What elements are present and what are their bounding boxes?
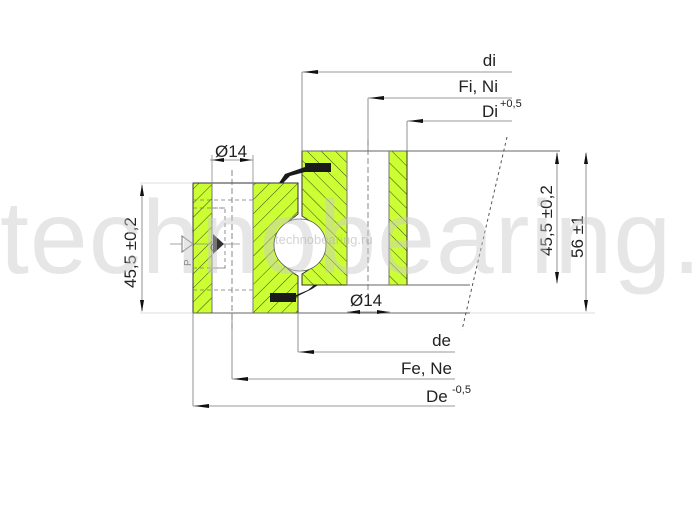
height-left: 45,5 ±0,2 [121,217,140,288]
hole-outer-diameter: Ø14 [215,142,247,161]
seals [270,163,331,302]
top-arrows [303,70,423,123]
contact-angle-line [461,136,508,331]
hidden-lines [193,199,253,291]
inner-ring [301,150,560,286]
bottom-dimensions [192,313,455,407]
hole-dim-outer [210,155,254,183]
g-marker-icon [213,234,224,254]
bottom-arrows [194,350,314,408]
dim-De-tolerance: -0,5 [452,384,471,396]
height-dim-right [555,152,559,284]
hole-walls [211,151,390,313]
dim-fi-ni: Fi, Ni [458,77,498,96]
dim-de: de [432,331,451,350]
g-label: G [210,243,218,254]
height-dim-total [470,152,595,314]
dim-Di: Di [482,102,498,121]
dim-di: di [483,51,496,70]
p-label: P [183,259,194,266]
hole-dim-inner [347,310,390,314]
height-dim-left [140,182,193,314]
dim-De: De [426,387,448,406]
ball [273,218,327,272]
p-marker-icon [181,235,194,253]
hole-inner-diameter: Ø14 [350,291,382,310]
top-dimensions [301,71,512,151]
height-total: 56 ±1 [568,216,587,258]
dim-Di-tolerance: +0,5 [500,98,522,110]
dim-fe-ne: Fe, Ne [401,359,452,378]
height-right-ring: 45,5 ±0,2 [537,185,556,256]
